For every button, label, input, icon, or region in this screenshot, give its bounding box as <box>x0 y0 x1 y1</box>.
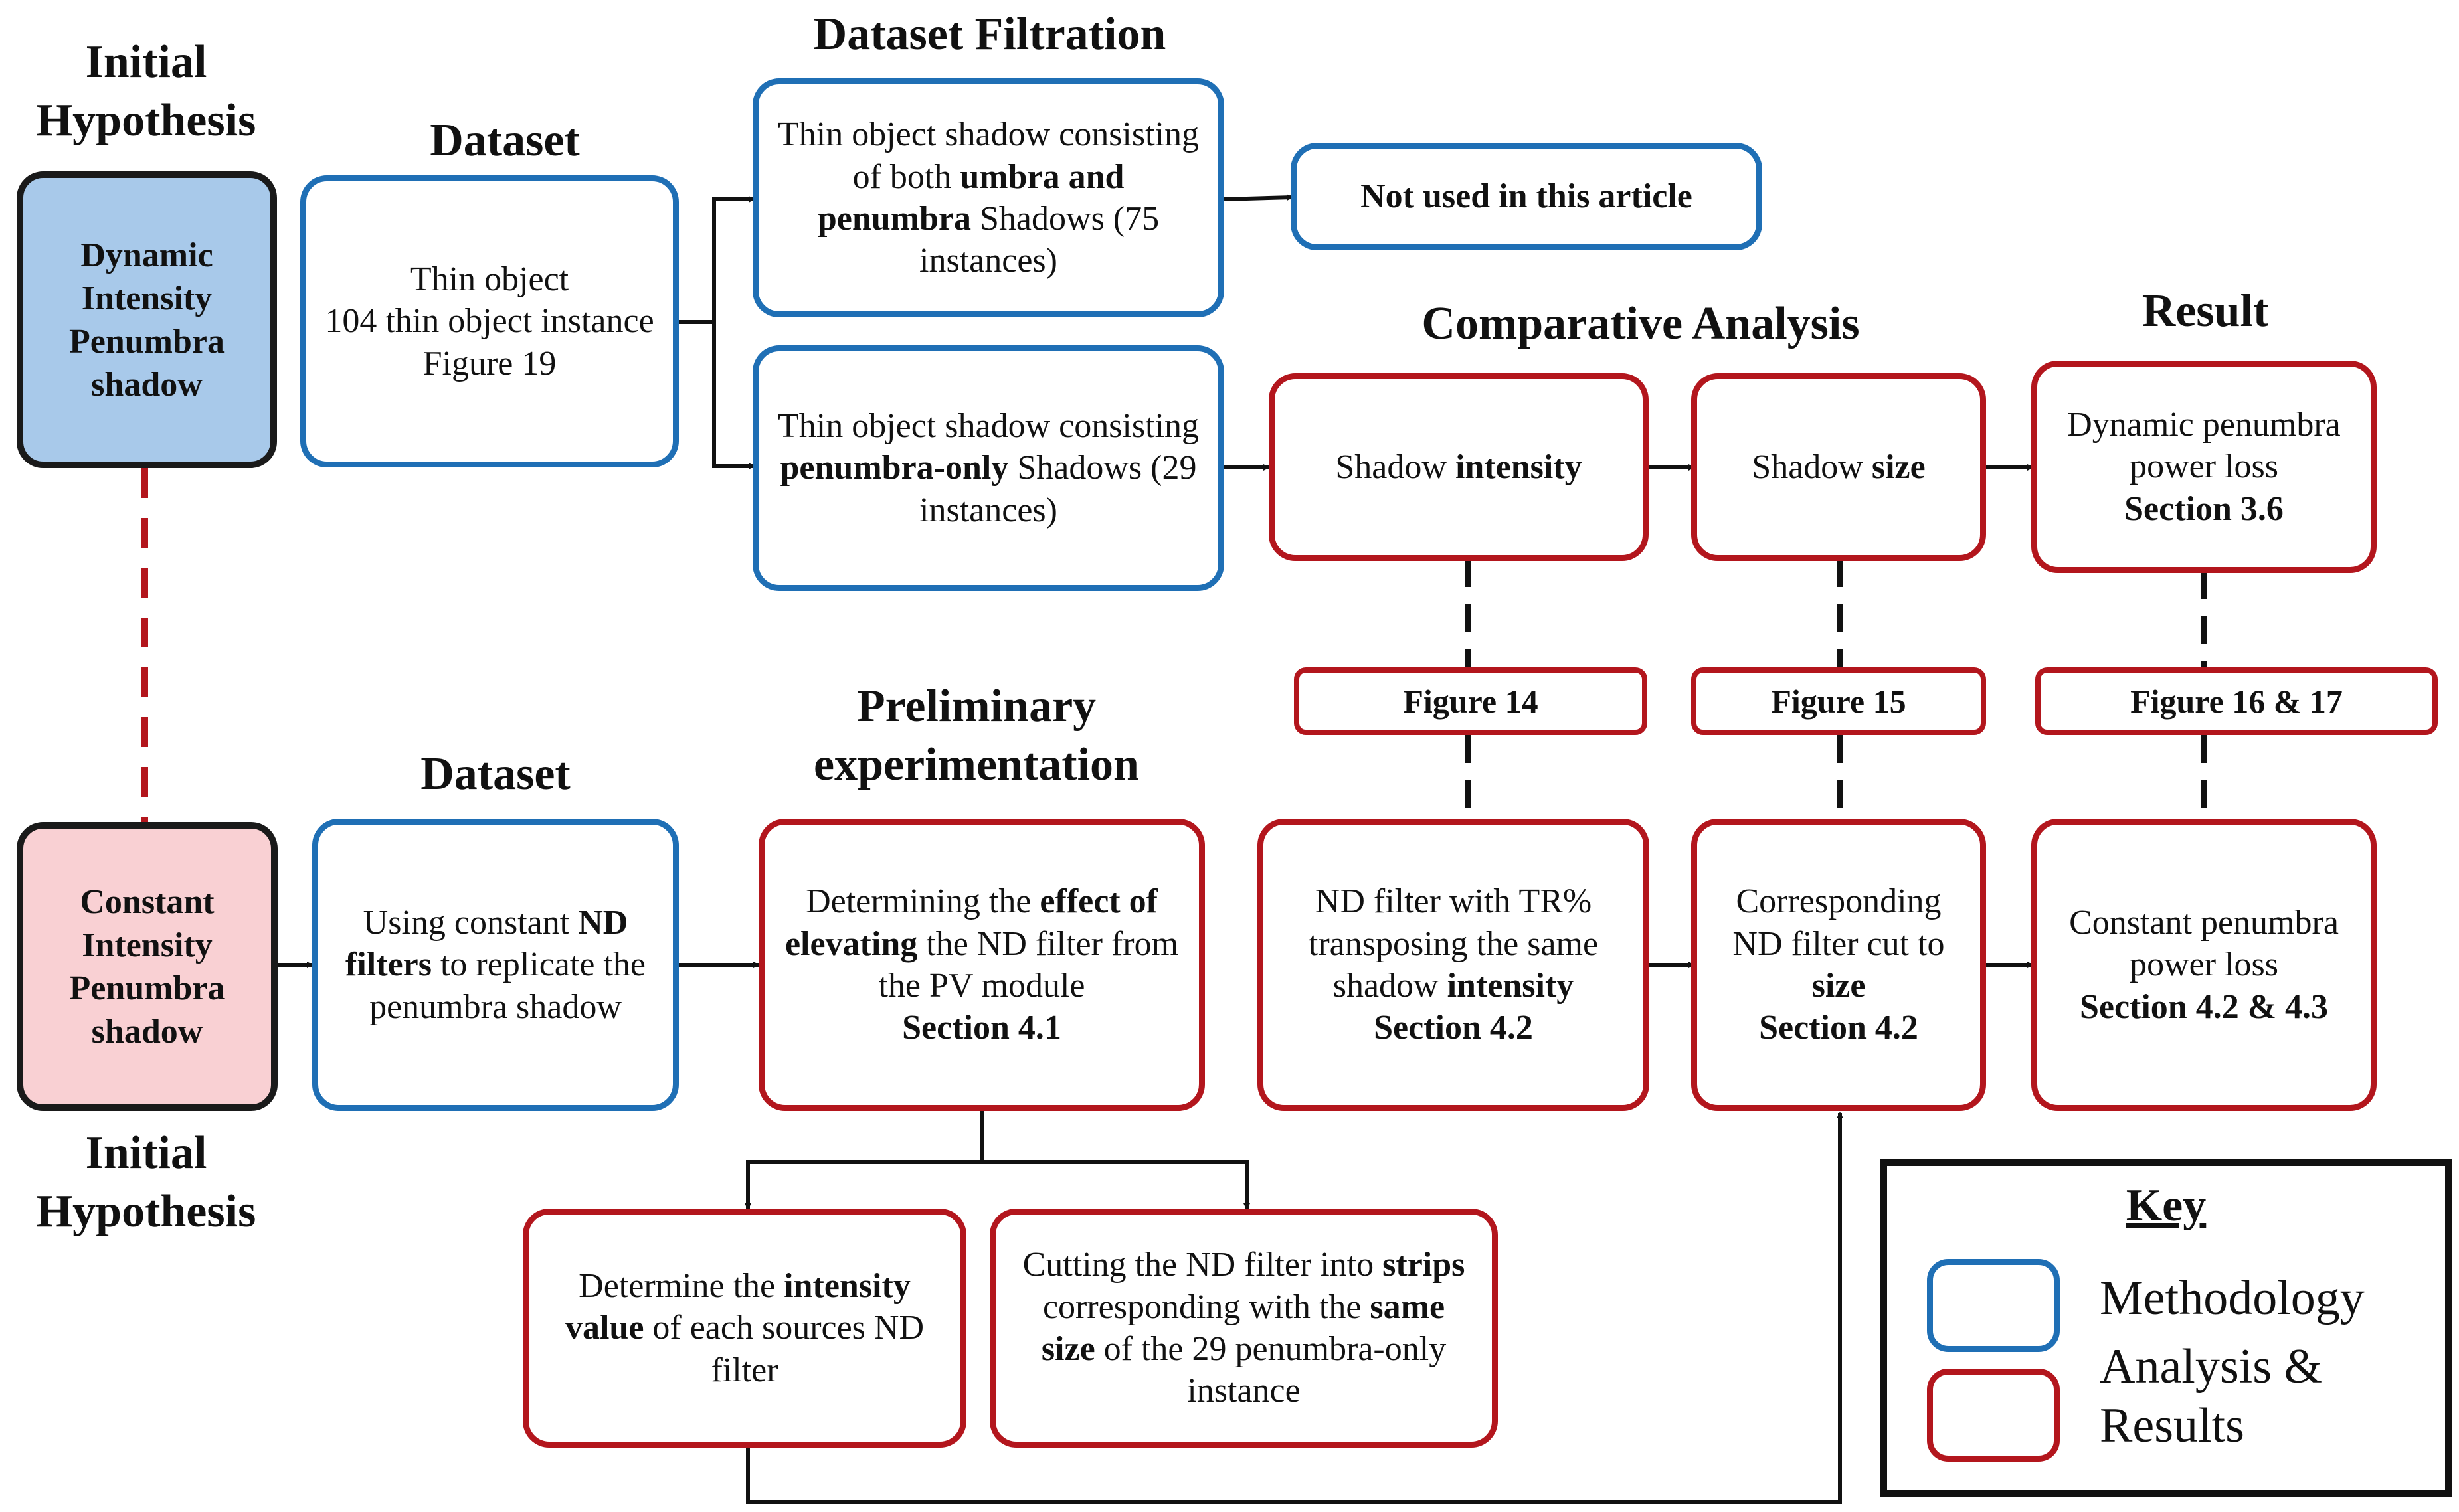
figure-14-label: Figure 14 <box>1294 667 1647 735</box>
elevating-text-c: the ND filter from the PV module <box>878 924 1179 1005</box>
strips-text-a: Cutting the ND filter into <box>1022 1246 1383 1284</box>
dataset-top-line2: 104 thin object instance Figure 19 <box>325 302 654 382</box>
intensity-value-text-c: of each sources ND filter <box>644 1309 925 1389</box>
elevating-box: Determining the effect of elevating the … <box>759 819 1205 1111</box>
legend-methodology-label: Methodology <box>2100 1271 2365 1325</box>
shadow-intensity-box: Shadow intensity <box>1269 373 1649 561</box>
heading-initial-hypothesis-bottom: Initial Hypothesis <box>36 1128 256 1237</box>
elevating-text-b: effect of elevating <box>784 882 1158 963</box>
connector-split-to-strips <box>982 1160 1250 1210</box>
shadow-size-text-b: size <box>1871 448 1926 486</box>
strips-text-e: of the 29 penumbra-only instance <box>1095 1330 1447 1410</box>
connector-split-to-intensityvalue <box>745 1160 982 1210</box>
dynamic-hypothesis-label: Dynamic Intensity Penumbra shadow <box>69 236 225 404</box>
intensity-value-box: Determine the intensity value of each so… <box>523 1209 966 1448</box>
strips-text-b: strips <box>1382 1246 1465 1284</box>
umbra-penumbra-text-c: Shadows (75 instances) <box>919 200 1160 280</box>
nd-tr-box: ND filter with TR% transposing the same … <box>1257 819 1649 1111</box>
heading-result: Result <box>2141 286 2269 337</box>
dataset-top-line1: Thin object <box>410 260 569 298</box>
constant-result-section: Section 4.2 & 4.3 <box>2079 987 2329 1026</box>
dynamic-result-text: Dynamic penumbra power loss <box>2067 405 2341 486</box>
nd-tr-text-b: intensity <box>1447 967 1574 1005</box>
nd-dataset-text-c: to replicate the penumbra shadow <box>369 946 646 1026</box>
cut-size-text-b: size <box>1811 967 1866 1005</box>
constant-result-box: Constant penumbra power loss Section 4.2… <box>2031 819 2377 1111</box>
nd-tr-section: Section 4.2 <box>1374 1009 1533 1047</box>
nd-tr-text-a: ND filter with TR% transposing the same … <box>1308 882 1599 1005</box>
nd-dataset-text-b: ND filters <box>345 903 628 984</box>
constant-hypothesis-label: Constant Intensity Penumbra shadow <box>69 882 225 1050</box>
heading-initial-hypothesis-top: Initial Hypothesis <box>36 37 256 146</box>
cut-size-box: Corresponding ND filter cut to size Sect… <box>1691 819 1986 1111</box>
elevating-text-a: Determining the <box>806 882 1040 921</box>
figure-14-text: Figure 14 <box>1403 682 1538 720</box>
legend-analysis-label: Analysis & Results <box>2100 1339 2323 1453</box>
heading-dataset-top: Dataset <box>430 115 580 166</box>
legend-analysis-swatch <box>1927 1369 2060 1462</box>
strips-text-d: same size <box>1041 1288 1445 1368</box>
connector-intensityvalue-to-cutsize <box>746 1112 1843 1504</box>
penumbra-only-text-b: penumbra-only <box>780 449 1009 487</box>
connector-dataset-to-penumbra <box>712 322 755 469</box>
heading-dataset-bottom: Dataset <box>420 748 571 799</box>
figure-15-text: Figure 15 <box>1771 682 1906 720</box>
cut-size-section: Section 4.2 <box>1759 1009 1918 1047</box>
figure-16-17-text: Figure 16 & 17 <box>2130 682 2343 720</box>
shadow-intensity-text-b: intensity <box>1455 448 1582 486</box>
umbra-penumbra-text-a: Thin object shadow consisting of both <box>777 116 1200 196</box>
legend-title: Key <box>2126 1180 2207 1231</box>
shadow-intensity-text-a: Shadow <box>1335 448 1455 486</box>
shadow-size-box: Shadow size <box>1691 373 1986 561</box>
connector-umbra-to-notused <box>1224 194 1293 201</box>
penumbra-only-text-a: Thin object shadow consisting <box>777 406 1200 445</box>
figure-15-label: Figure 15 <box>1691 667 1986 735</box>
intensity-value-text-a: Determine the <box>579 1266 784 1305</box>
penumbra-only-box: Thin object shadow consisting penumbra-o… <box>753 345 1224 591</box>
shadow-size-text-a: Shadow <box>1752 448 1872 486</box>
strips-text-c: corresponding with the <box>1042 1288 1370 1326</box>
nd-dataset-text-a: Using constant <box>363 903 579 942</box>
heading-preliminary-experimentation: Preliminary experimentation <box>814 681 1139 790</box>
nd-dataset-box: Using constant ND filters to replicate t… <box>312 819 679 1111</box>
elevating-section: Section 4.1 <box>902 1009 1061 1047</box>
umbra-penumbra-box: Thin object shadow consisting of both um… <box>753 78 1224 317</box>
dynamic-result-box: Dynamic penumbra power loss Section 3.6 <box>2031 361 2377 573</box>
legend-key: Key Methodology Analysis & Results <box>1880 1159 2452 1497</box>
constant-result-text: Constant penumbra power loss <box>2069 903 2339 984</box>
connector-dataset-to-umbra <box>712 196 755 322</box>
umbra-penumbra-text-b: umbra and penumbra <box>817 157 1125 238</box>
legend-methodology-swatch <box>1927 1259 2060 1352</box>
strips-box: Cutting the ND filter into strips corres… <box>990 1209 1498 1448</box>
heading-dataset-filtration: Dataset Filtration <box>813 9 1166 60</box>
figure-16-17-label: Figure 16 & 17 <box>2035 667 2438 735</box>
dynamic-hypothesis-box: Dynamic Intensity Penumbra shadow <box>17 171 277 468</box>
not-used-label: Not used in this article <box>1360 177 1692 216</box>
cut-size-text-a: Corresponding ND filter cut to <box>1732 882 1945 963</box>
dynamic-result-section: Section 3.6 <box>2124 489 2284 528</box>
dataset-top-box: Thin object 104 thin object instance Fig… <box>300 175 679 467</box>
penumbra-only-text-c: Shadows (29 instances) <box>919 449 1197 529</box>
intensity-value-text-b: intensity value <box>565 1266 911 1347</box>
constant-hypothesis-box: Constant Intensity Penumbra shadow <box>17 822 278 1111</box>
heading-comparative-analysis: Comparative Analysis <box>1421 298 1860 349</box>
not-used-box: Not used in this article <box>1291 143 1762 250</box>
